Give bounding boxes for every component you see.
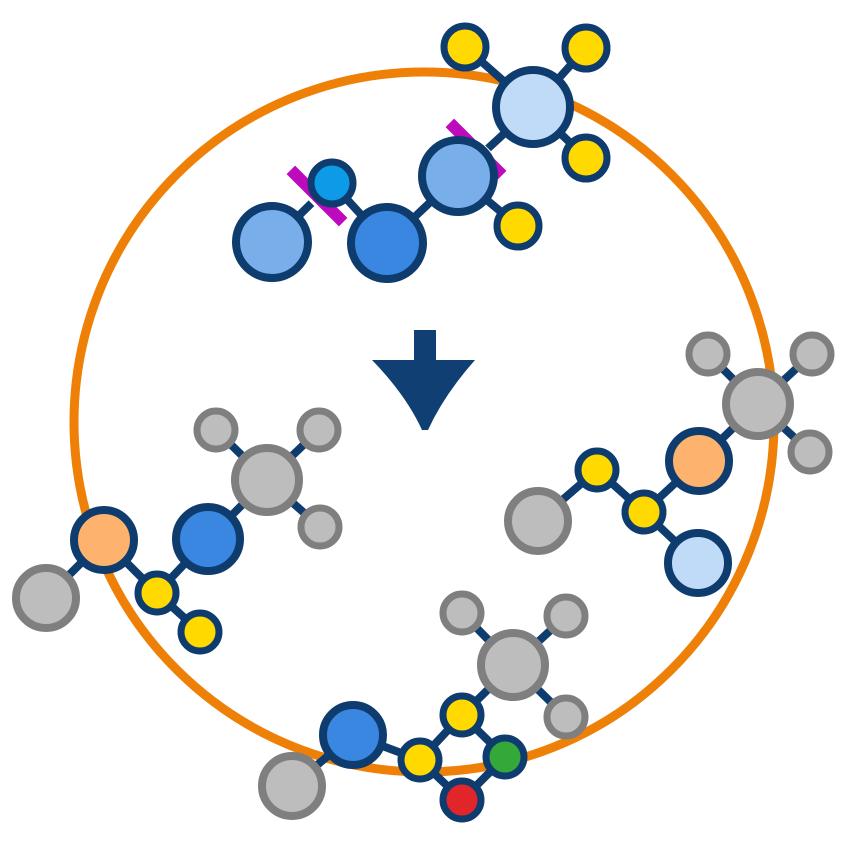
bottom-fragment-atom-3 <box>439 692 485 738</box>
intact-molecule-atoms <box>232 22 611 283</box>
right-fragment-atom-0 <box>504 487 572 555</box>
intact-molecule-atom-3 <box>418 136 498 216</box>
atoms-layer <box>12 22 835 823</box>
left-fragment-atom-1 <box>70 506 138 574</box>
left-fragment-atom-2 <box>134 570 180 616</box>
right-fragment-atom-2 <box>621 489 667 535</box>
bottom-fragment-atom-8 <box>543 593 589 639</box>
arrow-layer <box>372 330 475 430</box>
left-fragment-atom-0 <box>12 564 80 632</box>
intact-molecule-atom-8 <box>493 201 543 251</box>
bottom-fragment-atom-2 <box>397 737 443 783</box>
bottom-fragment-atom-6 <box>477 629 549 701</box>
bottom-fragment-atoms <box>258 590 589 823</box>
bottom-fragment-atom-9 <box>543 694 589 740</box>
intact-molecule-atom-0 <box>232 202 312 282</box>
intact-molecule-atom-4 <box>492 66 574 148</box>
right-fragment-atoms <box>504 331 835 597</box>
intact-molecule-atom-5 <box>440 22 490 72</box>
right-fragment-atom-8 <box>787 429 833 475</box>
intact-molecule-atom-1 <box>307 158 357 208</box>
bottom-fragment-atom-5 <box>439 777 485 823</box>
left-fragment-atom-3 <box>177 609 223 655</box>
down-arrow-icon <box>372 330 475 430</box>
left-fragment-atom-4 <box>172 503 244 575</box>
right-fragment-atom-4 <box>665 427 733 495</box>
bottom-fragment-atom-1 <box>319 701 387 769</box>
right-fragment-atom-6 <box>685 331 731 377</box>
right-fragment-atom-1 <box>574 447 620 493</box>
right-fragment-atom-7 <box>789 331 835 377</box>
left-fragment-atom-5 <box>231 444 303 516</box>
right-fragment-atom-5 <box>722 368 794 440</box>
left-fragment-atom-6 <box>193 407 239 453</box>
left-fragment-atom-7 <box>296 407 342 453</box>
intact-molecule-atom-6 <box>561 23 611 73</box>
bottom-fragment-atom-7 <box>439 590 485 636</box>
right-fragment-atom-3 <box>664 529 732 597</box>
intact-molecule-atom-2 <box>347 203 427 283</box>
bottom-fragment-atom-0 <box>258 752 326 820</box>
left-fragment-atom-8 <box>297 504 343 550</box>
bottom-fragment-atom-4 <box>482 734 528 780</box>
left-fragment-atoms <box>12 407 343 655</box>
intact-molecule-atom-7 <box>561 133 611 183</box>
